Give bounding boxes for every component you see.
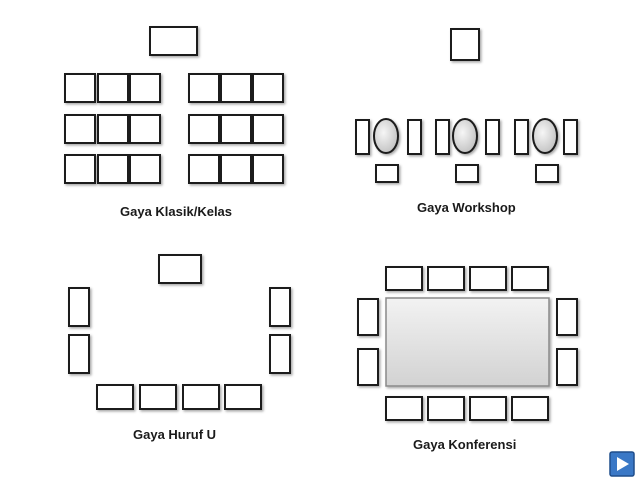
layout-konferensi [357,266,578,421]
layout-huruf-u [68,254,291,410]
layout-workshop [355,28,578,183]
next-slide-button[interactable] [609,451,635,477]
conference-table [385,297,550,387]
layout-klasik [64,26,284,184]
teacher-desk [450,28,480,61]
teacher-desk [158,254,202,284]
workshop-group-3 [514,118,578,183]
next-slide-arrow-icon [617,457,629,471]
label-gaya-workshop: Gaya Workshop [417,200,516,215]
desk-block-left [64,73,161,184]
label-gaya-konferensi: Gaya Konferensi [413,437,517,452]
teacher-desk [149,26,198,56]
workshop-group-2 [435,118,500,183]
label-gaya-klasik: Gaya Klasik/Kelas [120,204,233,219]
desk-block-right [188,73,284,184]
workshop-group-1 [355,118,422,183]
label-gaya-huruf-u: Gaya Huruf U [133,427,217,442]
